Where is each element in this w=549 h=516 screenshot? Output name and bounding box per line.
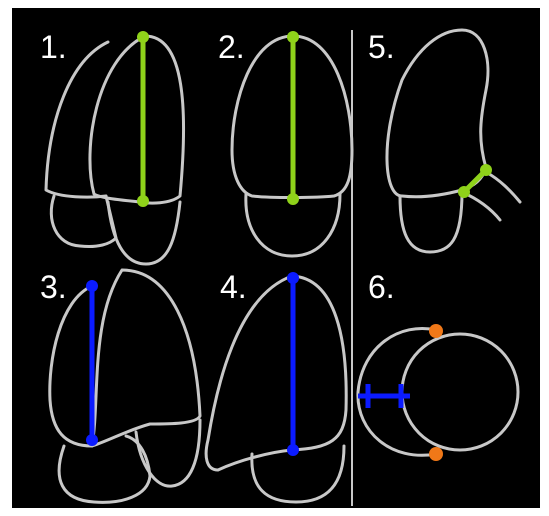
panel-2-green-bottom-point [287, 193, 299, 205]
panel-3-left-hemisphere [48, 284, 94, 448]
panel-1-left-hemisphere [44, 40, 110, 199]
panel-1-left-cerebellum [49, 194, 118, 248]
panel-2-brain [230, 31, 354, 258]
panel-3-right-hemisphere [90, 268, 202, 448]
panel-label-1: 1. [40, 29, 67, 65]
panel-5-green-bottom-point [458, 186, 470, 198]
panel-4-cerebellum [250, 444, 346, 504]
panel-5-brain [385, 28, 522, 254]
panel-4-blue-bottom-point [287, 444, 299, 456]
panel-3-blue-bottom-point [86, 434, 98, 446]
panel-2-cerebellum [244, 192, 342, 258]
panel-label-4: 4. [220, 269, 247, 305]
panel-1-green-top-point [137, 31, 149, 43]
panel-label-2: 2. [218, 29, 245, 65]
panel-6-orange-bottom-point [429, 447, 443, 461]
panel-5-green-top-point [480, 164, 492, 176]
panel-label-5: 5. [368, 29, 395, 65]
panel-5-cerebellum [398, 190, 464, 254]
panel-3-right-cerebellum [134, 418, 202, 488]
panel-1-brain [44, 31, 186, 266]
panel-6-brain [356, 324, 520, 461]
panel-6-orange-top-point [429, 324, 443, 338]
panel-label-3: 3. [40, 269, 67, 305]
panel-3-left-cerebellum [57, 434, 152, 504]
panel-1-right-cerebellum [106, 200, 182, 266]
panel-6-outer-arc [356, 327, 438, 457]
panel-4-blue-top-point [287, 272, 299, 284]
panel-1-green-bottom-point [137, 195, 149, 207]
panel-4-brain [204, 272, 348, 504]
canvas-background [12, 8, 540, 508]
panel-4-cerebrum [204, 274, 348, 472]
panel-label-6: 6. [368, 269, 395, 305]
panel-3-brain [48, 268, 202, 504]
panel-3-blue-top-point [86, 280, 98, 292]
panel-2-green-top-point [287, 31, 299, 43]
